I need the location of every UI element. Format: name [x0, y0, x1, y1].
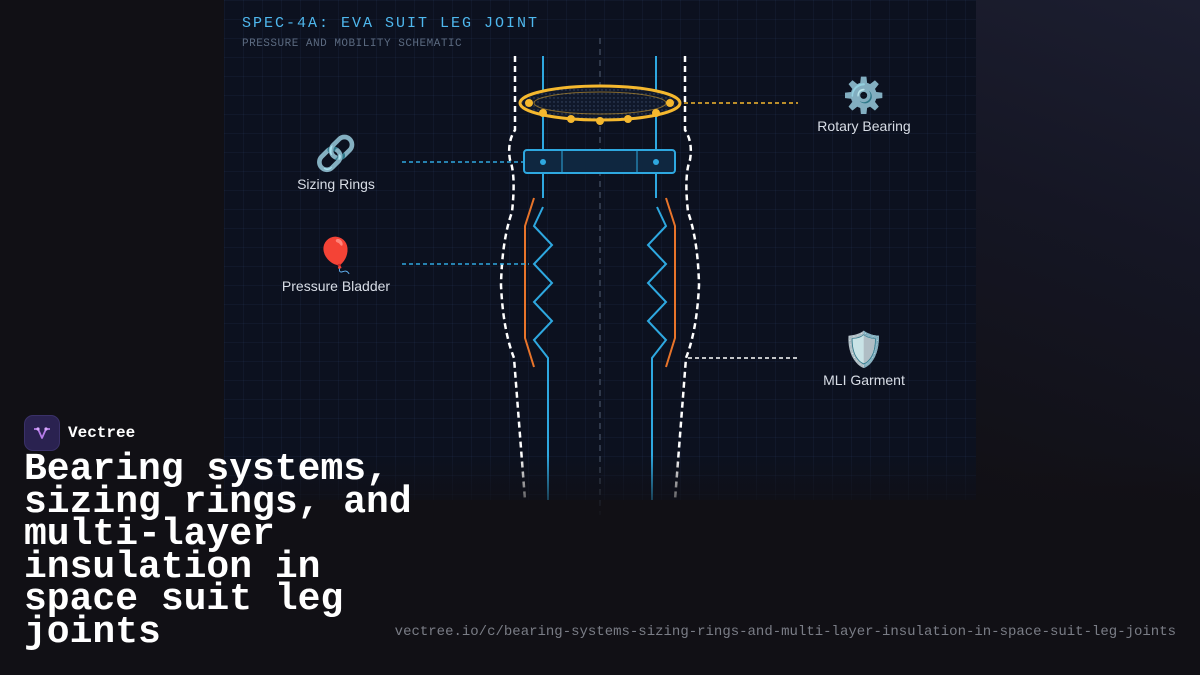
bottom-fade	[0, 455, 1200, 675]
gear-icon: ⚙️	[842, 77, 886, 115]
link-icon: 🔗	[314, 135, 358, 173]
rotary-bearing-label: Rotary Bearing	[817, 118, 911, 134]
left-convolute	[532, 206, 554, 500]
diagram-title: SPEC-4A: EVA SUIT LEG JOINT	[242, 15, 540, 32]
right-convolute	[646, 206, 668, 500]
sizing-rings-label: Sizing Rings	[297, 176, 375, 192]
brand: Vectree	[24, 415, 135, 451]
page-headline: Bearing systems, sizing rings, and multi…	[24, 448, 412, 654]
pressure-bladder-label: Pressure Bladder	[281, 278, 391, 294]
article-url[interactable]: vectree.io/c/bearing-systems-sizing-ring…	[394, 624, 1176, 640]
callout-pressure-bladder: 🎈 Pressure Bladder	[256, 236, 416, 294]
callout-mli-garment: 🛡️ MLI Garment	[784, 330, 944, 388]
brand-name: Vectree	[68, 424, 136, 442]
vectree-logo-icon	[24, 415, 60, 451]
right-garment-outline	[673, 56, 701, 501]
left-bladder-wall	[524, 197, 535, 368]
background-glow	[975, 0, 1200, 500]
sizing-ring-band	[523, 149, 676, 174]
mli-garment-label: MLI Garment	[823, 372, 905, 388]
callout-sizing-rings: 🔗 Sizing Rings	[256, 134, 416, 192]
shield-icon: 🛡️	[842, 331, 886, 369]
leg-joint-schematic	[402, 38, 798, 515]
diagram-subtitle: PRESSURE AND MOBILITY SCHEMATIC	[242, 38, 463, 50]
callout-rotary-bearing: ⚙️ Rotary Bearing	[784, 76, 944, 134]
bearing-balls	[525, 99, 674, 125]
right-bladder-wall	[665, 197, 676, 368]
balloon-icon: 🎈	[314, 237, 358, 275]
left-garment-outline	[499, 56, 527, 501]
